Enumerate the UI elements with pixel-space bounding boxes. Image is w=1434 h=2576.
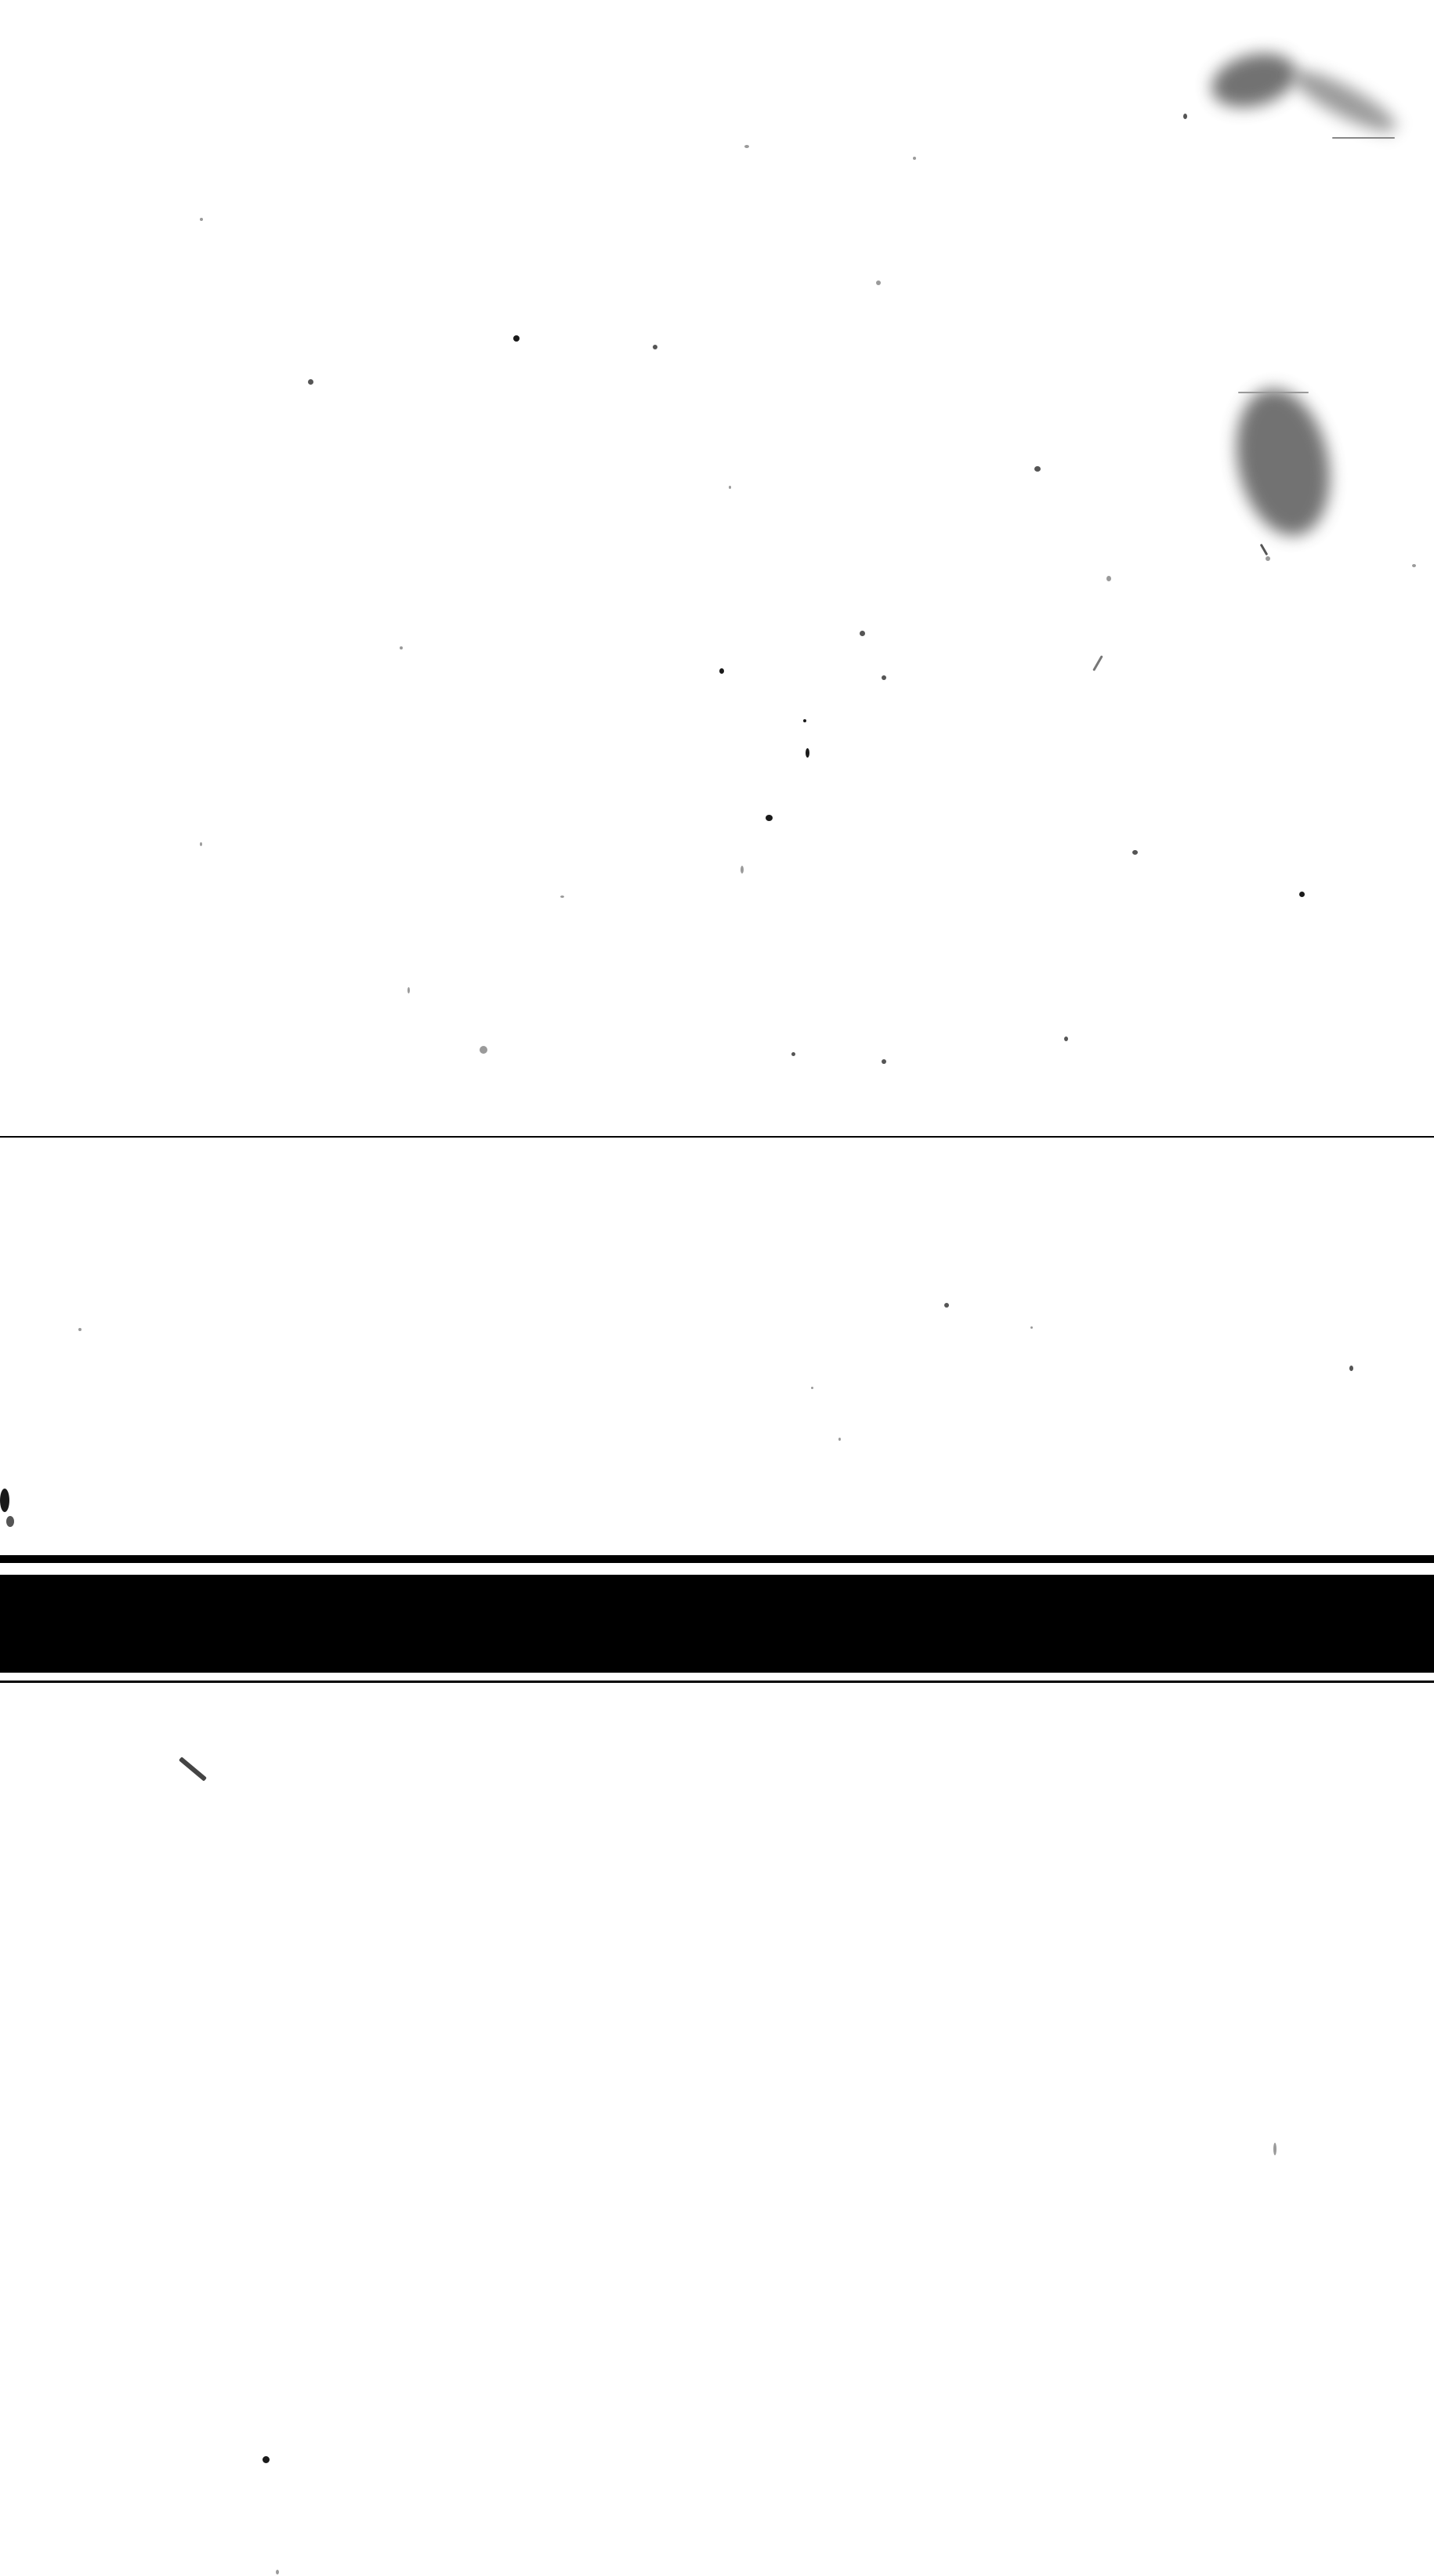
dust-speck xyxy=(1132,850,1138,855)
dust-speck xyxy=(811,1387,813,1389)
thick-rule-top xyxy=(0,1555,1434,1563)
dust-speck xyxy=(1183,114,1187,119)
dust-speck xyxy=(1106,576,1111,581)
ink-smudge-streak xyxy=(1284,60,1403,142)
dust-speck xyxy=(913,157,916,160)
thin-rule-bottom xyxy=(0,1681,1434,1683)
dust-speck xyxy=(513,335,520,342)
ink-stroke xyxy=(1092,655,1103,671)
dust-speck xyxy=(1273,2143,1276,2155)
dust-speck xyxy=(200,842,202,846)
ink-stroke xyxy=(1332,137,1395,139)
dust-speck xyxy=(653,345,657,349)
dust-speck xyxy=(78,1328,81,1331)
dust-speck xyxy=(741,866,744,874)
dust-speck xyxy=(400,646,403,649)
dust-speck xyxy=(803,719,806,722)
dust-speck xyxy=(1349,1366,1353,1371)
thin-divider-line xyxy=(0,1136,1434,1138)
dust-speck xyxy=(806,748,809,758)
dust-speck xyxy=(838,1438,841,1441)
dust-speck xyxy=(791,1052,795,1056)
dust-speck xyxy=(766,815,773,821)
dust-speck xyxy=(6,1516,14,1527)
dust-speck xyxy=(1030,1326,1033,1329)
dust-speck xyxy=(882,1059,886,1064)
ink-stroke xyxy=(1259,543,1269,556)
dust-speck xyxy=(560,895,564,898)
dust-speck xyxy=(1412,564,1416,567)
dust-speck xyxy=(308,379,313,385)
dust-speck xyxy=(1034,466,1041,472)
dust-speck xyxy=(729,486,731,489)
dust-speck xyxy=(0,1489,9,1512)
dust-speck xyxy=(744,145,749,148)
dust-speck xyxy=(263,2456,270,2463)
dust-speck xyxy=(944,1303,949,1308)
ink-stroke xyxy=(178,1757,208,1782)
dust-speck xyxy=(276,2570,279,2574)
ink-stroke xyxy=(1238,392,1309,393)
ink-smudge-top-right xyxy=(1205,44,1302,117)
ink-smudge-oval xyxy=(1223,380,1343,545)
dust-speck xyxy=(200,218,203,221)
dust-speck xyxy=(1064,1037,1068,1041)
dust-speck xyxy=(1299,892,1305,897)
dust-speck xyxy=(882,675,886,680)
dust-speck xyxy=(719,668,724,674)
dust-speck xyxy=(480,1046,487,1054)
dust-speck xyxy=(407,987,410,993)
dust-speck xyxy=(876,280,881,285)
black-band xyxy=(0,1575,1434,1673)
dust-speck xyxy=(860,631,865,636)
dust-speck xyxy=(1266,556,1270,561)
